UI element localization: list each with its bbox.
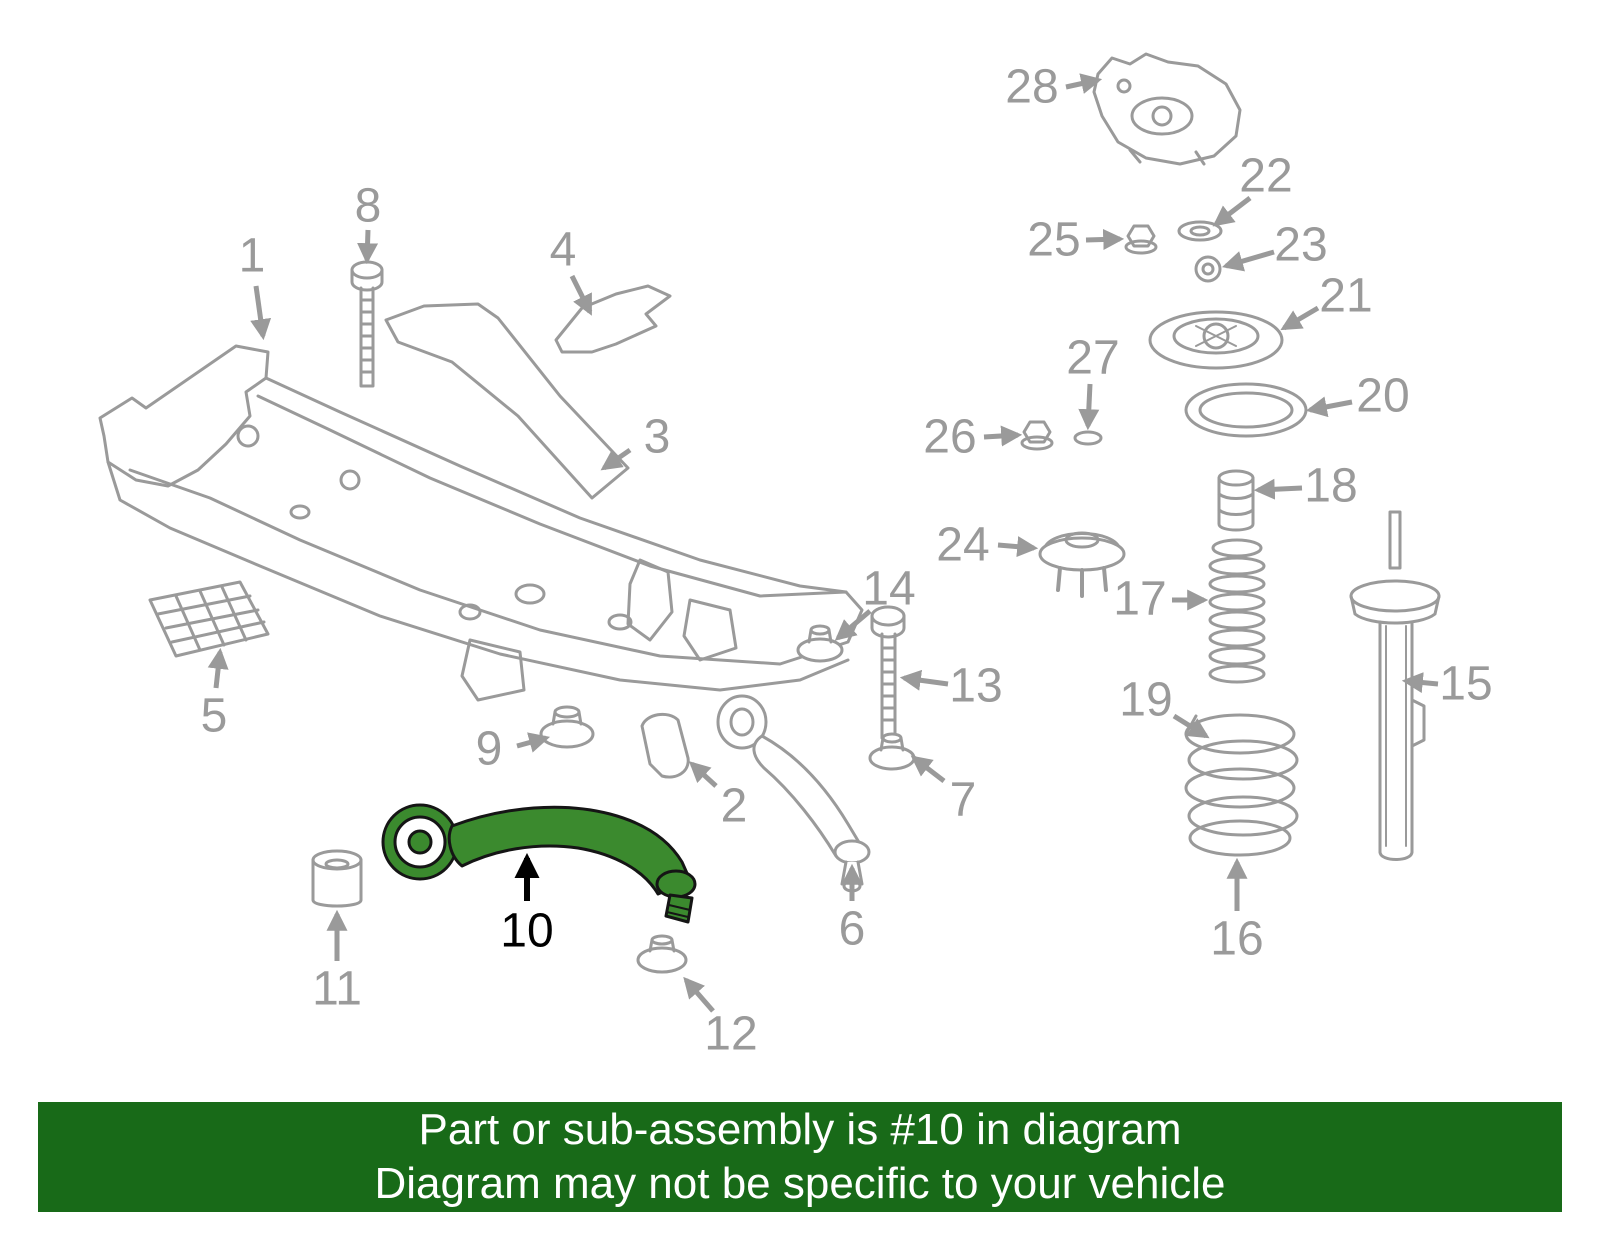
bracket-4 (554, 284, 672, 354)
leader-arrows (207, 73, 1439, 1013)
coil-spring-19 (1184, 713, 1299, 837)
nut-26 (1020, 420, 1054, 451)
banner-line-2: Diagram may not be specific to your vehi… (374, 1159, 1226, 1208)
nut-9 (539, 705, 595, 749)
leader-arrow-25 (1085, 228, 1125, 250)
leader-arrow-8 (357, 229, 379, 265)
leader-arrow-14 (834, 609, 872, 641)
bushing-2 (640, 712, 690, 779)
banner-line-1: Part or sub-assembly is #10 in diagram (418, 1105, 1182, 1155)
bump-stop-18 (1217, 469, 1255, 532)
leader-arrow-2 (688, 761, 718, 788)
leader-arrow-24 (997, 536, 1039, 558)
leader-arrow-23 (1221, 249, 1275, 272)
leader-arrow-26 (983, 425, 1023, 447)
strut-mount-28 (1092, 52, 1242, 166)
strut-15 (1349, 510, 1441, 861)
ring-16 (1188, 819, 1292, 857)
bolt-8 (350, 260, 384, 388)
leader-arrow-13 (899, 669, 949, 691)
banner: Part or sub-assembly is #10 in diagram D… (38, 1102, 1562, 1212)
gasket-ring-20 (1184, 382, 1308, 438)
control-arm-6 (716, 694, 871, 893)
leader-arrow-3 (600, 447, 632, 471)
strut-mount-24 (1038, 531, 1126, 598)
washer-23 (1194, 255, 1222, 283)
leader-arrow-1 (250, 285, 272, 341)
leader-arrow-28 (1065, 73, 1103, 94)
leader-arrow-18 (1253, 478, 1303, 500)
leader-arrow-15 (1401, 672, 1439, 694)
boot-17 (1208, 538, 1266, 684)
nut-12 (636, 934, 688, 974)
leader-arrow-22 (1212, 196, 1252, 227)
nut-14 (796, 624, 844, 663)
control-arm-10-highlighted (381, 803, 697, 924)
leader-arrow-20 (1305, 396, 1353, 418)
leader-arrow-5 (207, 647, 229, 689)
seal-27 (1073, 430, 1103, 446)
bolt-13 (870, 605, 906, 740)
nut-25 (1124, 224, 1158, 255)
bushing-11 (311, 849, 363, 908)
skid-plate-5 (148, 580, 270, 658)
leader-arrow-12 (683, 976, 715, 1013)
leader-arrow-9 (516, 732, 551, 753)
leader-arrow-27 (1078, 383, 1100, 431)
nut-7 (868, 732, 916, 771)
leader-arrow-21 (1280, 305, 1320, 331)
leader-arrow-4 (569, 274, 593, 316)
leader-arrow-7 (910, 755, 946, 783)
spring-seat-21 (1148, 310, 1284, 370)
cap-22 (1177, 220, 1223, 242)
leader-arrow-19 (1172, 713, 1210, 739)
